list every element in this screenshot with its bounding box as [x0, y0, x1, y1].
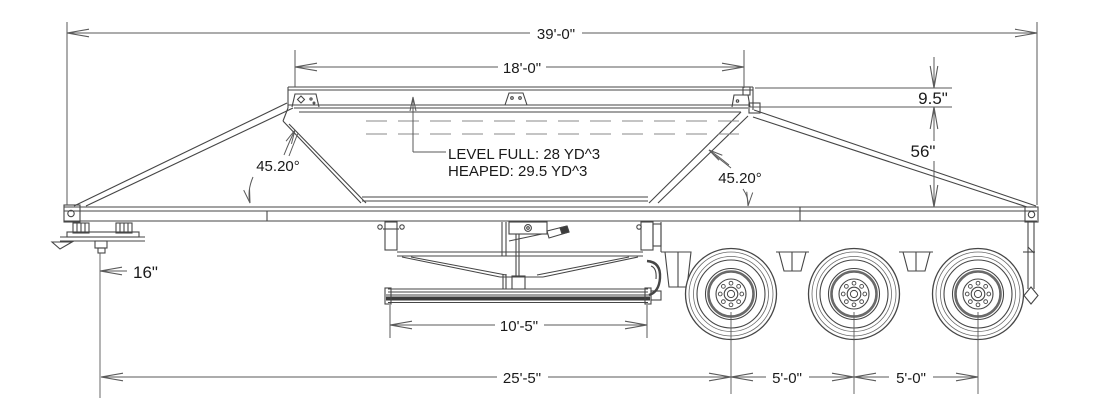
- capacity-heaped-label: HEAPED: 29.5 YD^3: [448, 163, 587, 180]
- rear-hanger: [1023, 222, 1039, 305]
- capacity-level-full-label: LEVEL FULL: 28 YD^3: [448, 146, 600, 163]
- dim-kingpin-to-axle-label: 25'-5": [503, 370, 541, 387]
- dim-side-height-label: 56": [911, 142, 936, 161]
- dim-top-rail-height-label: 9.5": [918, 89, 948, 108]
- discharge-gate-assembly: [377, 221, 662, 305]
- dim-kingpin-setback-label: 16": [133, 263, 158, 282]
- capacity-leader: [409, 96, 446, 153]
- dim-rail-and-side-height: [750, 57, 952, 208]
- angle-leaders: [243, 129, 754, 207]
- dim-overall-length-label: 39'-0": [537, 26, 575, 43]
- dim-gate-length-label: 10'-5": [500, 318, 538, 335]
- dim-top-opening: [294, 50, 745, 88]
- dim-axle-spacing-rear-label: 5'-0": [896, 370, 926, 387]
- hidden-level-lines: [366, 120, 740, 135]
- dim-top-opening-label: 18'-0": [503, 60, 541, 77]
- hopper-walls: [282, 107, 749, 204]
- front-brace: [73, 102, 294, 207]
- dim-axle-spacing-front-label: 5'-0": [772, 370, 802, 387]
- trailer-body: [50, 86, 1039, 341]
- main-frame-rail: [63, 204, 1039, 223]
- dim-gate-length: [389, 305, 648, 338]
- centerlines: [99, 253, 979, 398]
- hopper-top-rail: [287, 86, 761, 114]
- kingpin-assembly: [50, 222, 145, 254]
- rear-brace: [752, 109, 1037, 208]
- rear-hopper-angle-label: 45.20°: [718, 170, 762, 187]
- dimensions: [66, 22, 1038, 398]
- dim-overall-length: [66, 22, 1038, 205]
- front-hopper-angle-label: 45.20°: [256, 158, 300, 175]
